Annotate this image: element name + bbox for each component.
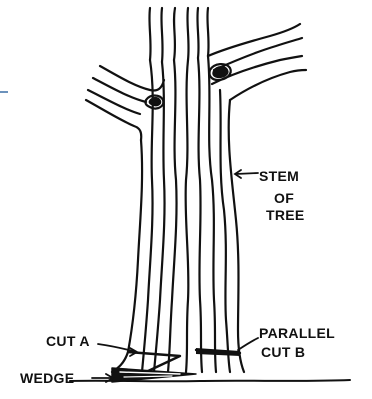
- left-branch-outline-bottom: [86, 100, 141, 140]
- parallel-leader-line: [238, 338, 258, 350]
- trunk-outline-right: [229, 100, 244, 372]
- stem-label-line1: STEM: [259, 168, 299, 184]
- trunk-grain-6: [208, 56, 216, 372]
- trunk-stem-3: [174, 8, 175, 60]
- left-branch-grain-2: [88, 90, 140, 114]
- trunk-stem-6: [207, 8, 208, 56]
- stem-label-line3: TREE: [266, 207, 305, 223]
- cut-a-label: CUT A: [46, 333, 90, 349]
- trunk-grain-3: [168, 60, 177, 372]
- trunk-outline-left: [112, 140, 142, 372]
- trunk-stem-4: [187, 8, 188, 60]
- trunk-grain-4: [186, 60, 189, 372]
- trunk-grain-5: [198, 58, 202, 372]
- stem-leader-line: [236, 173, 258, 174]
- parallel-cut-b-kerf: [196, 348, 240, 356]
- left-branch-grain: [93, 78, 146, 102]
- right-knot-fill: [213, 67, 227, 77]
- wedge-label: WEDGE: [20, 370, 74, 386]
- parallel-cut-label-line1: PARALLEL: [259, 325, 335, 341]
- right-branch-outline-bottom: [230, 70, 306, 100]
- parallel-cut-label-line2: CUT B: [261, 344, 305, 360]
- trunk-stem-1: [149, 8, 150, 60]
- trunk-stem-5: [197, 8, 198, 58]
- stem-label-line2: OF: [274, 190, 294, 206]
- trunk-stem-2: [161, 8, 162, 62]
- left-knot-fill: [150, 98, 160, 105]
- right-branch-outline-top: [208, 24, 300, 56]
